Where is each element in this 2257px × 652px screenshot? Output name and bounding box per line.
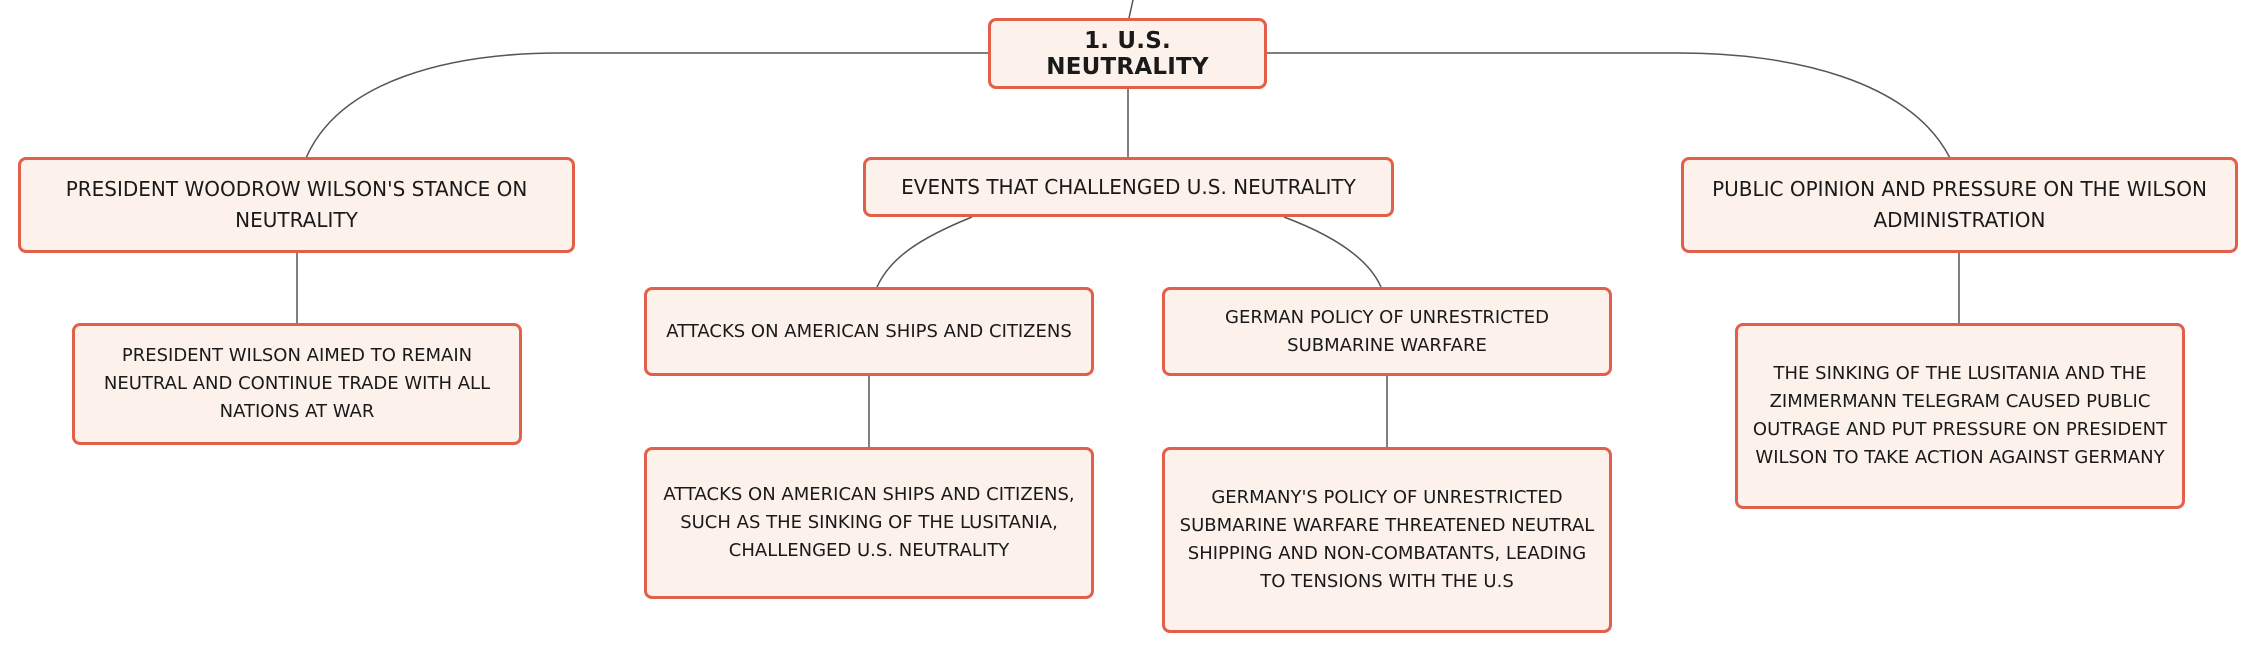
connector-branch-2-to-child-2 (1283, 216, 1382, 288)
detail-node-label: THE SINKING OF THE LUSITANIA AND THE ZIM… (1752, 363, 2168, 468)
connector-root-to-branch-3 (1267, 52, 1951, 159)
detail-node-public-outrage[interactable]: THE SINKING OF THE LUSITANIA AND THE ZIM… (1735, 323, 2185, 509)
branch-node-challenging-events[interactable]: EVENTS THAT CHALLENGED U.S. NEUTRALITY (863, 157, 1394, 217)
connector-root-to-branch-1 (305, 52, 988, 159)
branch-node-label: PUBLIC OPINION AND PRESSURE ON THE WILSO… (1712, 177, 2207, 232)
root-node[interactable]: 1. U.S. NEUTRALITY (988, 18, 1267, 89)
detail-node-label: ATTACKS ON AMERICAN SHIPS AND CITIZENS, … (663, 484, 1075, 561)
detail-node-label: GERMANY'S POLICY OF UNRESTRICTED SUBMARI… (1179, 487, 1595, 592)
child-node-ship-attacks[interactable]: ATTACKS ON AMERICAN SHIPS AND CITIZENS (644, 287, 1094, 376)
root-node-label: 1. U.S. NEUTRALITY (1046, 27, 1209, 80)
detail-node-wilson-neutral[interactable]: PRESIDENT WILSON AIMED TO REMAIN NEUTRAL… (72, 323, 522, 445)
connector-root-parent (1128, 0, 1134, 19)
connector-branch-2-to-child-1 (876, 216, 973, 288)
branch-node-label: EVENTS THAT CHALLENGED U.S. NEUTRALITY (901, 174, 1356, 199)
branch-node-public-opinion[interactable]: PUBLIC OPINION AND PRESSURE ON THE WILSO… (1681, 157, 2238, 253)
branch-node-wilson-stance[interactable]: PRESIDENT WOODROW WILSON'S STANCE ON NEU… (18, 157, 575, 253)
branch-node-label: PRESIDENT WOODROW WILSON'S STANCE ON NEU… (65, 177, 528, 232)
detail-node-label: PRESIDENT WILSON AIMED TO REMAIN NEUTRAL… (103, 345, 491, 422)
child-node-label: GERMAN POLICY OF UNRESTRICTED SUBMARINE … (1225, 306, 1549, 356)
detail-node-submarine-threat[interactable]: GERMANY'S POLICY OF UNRESTRICTED SUBMARI… (1162, 447, 1612, 633)
child-node-label: ATTACKS ON AMERICAN SHIPS AND CITIZENS (666, 320, 1072, 342)
child-node-submarine-warfare[interactable]: GERMAN POLICY OF UNRESTRICTED SUBMARINE … (1162, 287, 1612, 376)
detail-node-lusitania-attacks[interactable]: ATTACKS ON AMERICAN SHIPS AND CITIZENS, … (644, 447, 1094, 599)
